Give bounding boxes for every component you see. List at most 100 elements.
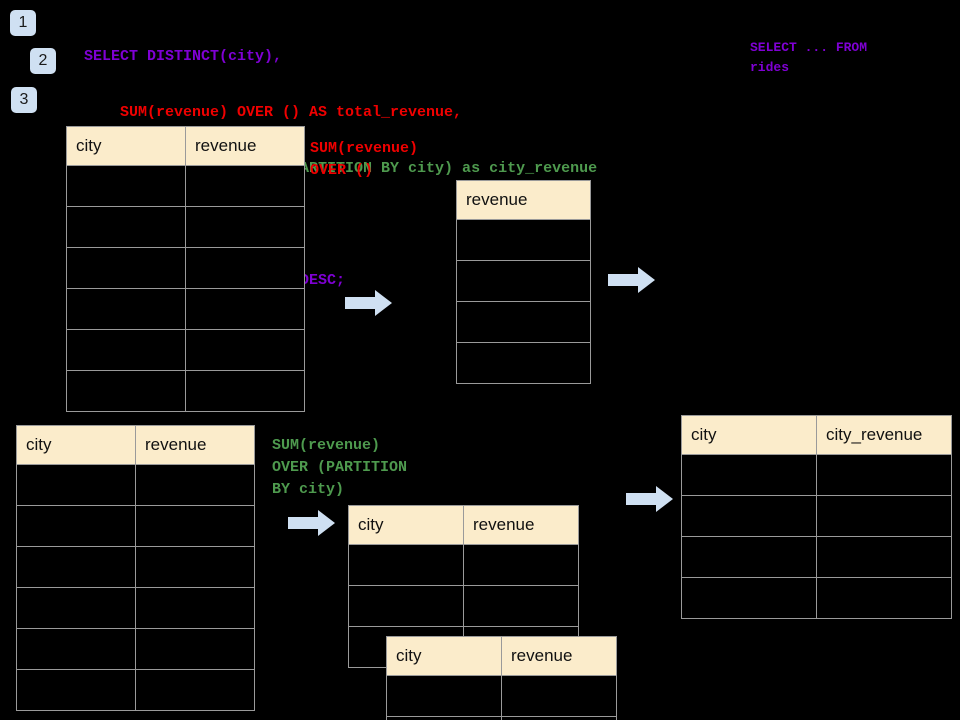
- cell-revenue: [463, 585, 579, 627]
- arrow-total-to-result: [608, 265, 656, 295]
- cell-city: [66, 165, 186, 207]
- cell-revenue: [135, 505, 255, 547]
- cell-revenue: [185, 206, 305, 248]
- cell-revenue: [185, 288, 305, 330]
- column-header-revenue: revenue: [185, 126, 305, 166]
- table-header-row: city city_revenue: [681, 415, 952, 455]
- cell-revenue: [185, 247, 305, 289]
- cell-city: [66, 370, 186, 412]
- table-row: [681, 454, 952, 496]
- cell-city-revenue: [816, 577, 952, 619]
- annotation-over-partition: SUM(revenue) OVER (PARTITION BY city): [272, 437, 408, 498]
- table-row: [386, 716, 617, 720]
- cell-revenue: [185, 329, 305, 371]
- cell-city: [681, 454, 817, 496]
- cell-city: [348, 585, 464, 627]
- table-row: [681, 577, 952, 619]
- column-header-revenue: revenue: [463, 505, 579, 545]
- table-row: [456, 260, 591, 302]
- partition-group-b: city revenue: [386, 636, 617, 720]
- right-arrow-icon: [345, 290, 392, 316]
- table-header-row: city revenue: [16, 425, 255, 465]
- table-header-row: city revenue: [66, 126, 305, 166]
- table-row: [16, 546, 255, 588]
- cell-city: [66, 329, 186, 371]
- cell-revenue: [135, 464, 255, 506]
- cell-city: [66, 206, 186, 248]
- right-arrow-icon: [626, 486, 673, 512]
- cell-revenue: [463, 544, 579, 586]
- column-header-revenue: revenue: [501, 636, 617, 676]
- cell-city: [66, 247, 186, 289]
- cell-revenue: [501, 716, 617, 720]
- cell-revenue: [456, 301, 591, 343]
- sidenote-select-from-rides: SELECT ... FROM rides: [750, 40, 868, 75]
- cell-city-revenue: [816, 495, 952, 537]
- table-row: [66, 288, 305, 330]
- table-row: [66, 206, 305, 248]
- table-row: [66, 329, 305, 371]
- table-header-row: revenue: [456, 180, 591, 220]
- cell-revenue: [135, 587, 255, 629]
- rides-source-table: city revenue: [66, 126, 305, 412]
- table-row: [16, 628, 255, 670]
- cell-city: [348, 544, 464, 586]
- cell-city: [681, 495, 817, 537]
- cell-revenue: [135, 628, 255, 670]
- sql-line-1: SELECT DISTINCT(city),: [84, 48, 283, 65]
- cell-revenue: [501, 675, 617, 717]
- step-badge-1[interactable]: 1: [10, 10, 36, 36]
- table-header-row: city revenue: [386, 636, 617, 676]
- cell-revenue: [135, 669, 255, 711]
- cell-city: [16, 628, 136, 670]
- cell-city: [681, 577, 817, 619]
- cell-city: [16, 669, 136, 711]
- column-header-city: city: [66, 126, 186, 166]
- cell-city: [16, 546, 136, 588]
- column-header-city: city: [681, 415, 817, 455]
- table-row: [66, 247, 305, 289]
- table-row: [66, 370, 305, 412]
- cell-revenue: [185, 370, 305, 412]
- right-arrow-icon: [608, 267, 655, 293]
- arrow-partition-to-result: [626, 484, 674, 514]
- partition-group-a: city revenue: [348, 505, 579, 668]
- table-row: [681, 536, 952, 578]
- arrow-rides-to-partition: [288, 508, 336, 538]
- table-row: [16, 587, 255, 629]
- annotation-over-empty: SUM(revenue) OVER (): [310, 140, 419, 179]
- cell-revenue: [185, 165, 305, 207]
- table-row: [456, 342, 591, 384]
- table-row: [348, 544, 579, 586]
- city-revenue-result-table: city city_revenue: [681, 415, 952, 619]
- table-header-row: city revenue: [348, 505, 579, 545]
- table-row: [681, 495, 952, 537]
- total-revenue-table: revenue: [456, 180, 591, 384]
- table-row: [456, 219, 591, 261]
- cell-revenue: [135, 546, 255, 588]
- table-row: [16, 669, 255, 711]
- right-arrow-icon: [288, 510, 335, 536]
- table-row: [66, 165, 305, 207]
- step-badge-2[interactable]: 2: [30, 48, 56, 74]
- cell-revenue: [456, 219, 591, 261]
- column-header-revenue: revenue: [456, 180, 591, 220]
- step-badge-3[interactable]: 3: [11, 87, 37, 113]
- column-header-city: city: [16, 425, 136, 465]
- column-header-city: city: [348, 505, 464, 545]
- cell-revenue: [456, 342, 591, 384]
- table-row: [348, 585, 579, 627]
- column-header-city: city: [386, 636, 502, 676]
- column-header-revenue: revenue: [135, 425, 255, 465]
- rides-source-table-partition: city revenue: [16, 425, 255, 711]
- cell-city: [386, 716, 502, 720]
- cell-city-revenue: [816, 536, 952, 578]
- table-row: [456, 301, 591, 343]
- cell-city-revenue: [816, 454, 952, 496]
- cell-city: [66, 288, 186, 330]
- table-row: [386, 675, 617, 717]
- table-row: [16, 505, 255, 547]
- cell-city: [16, 505, 136, 547]
- cell-city: [16, 587, 136, 629]
